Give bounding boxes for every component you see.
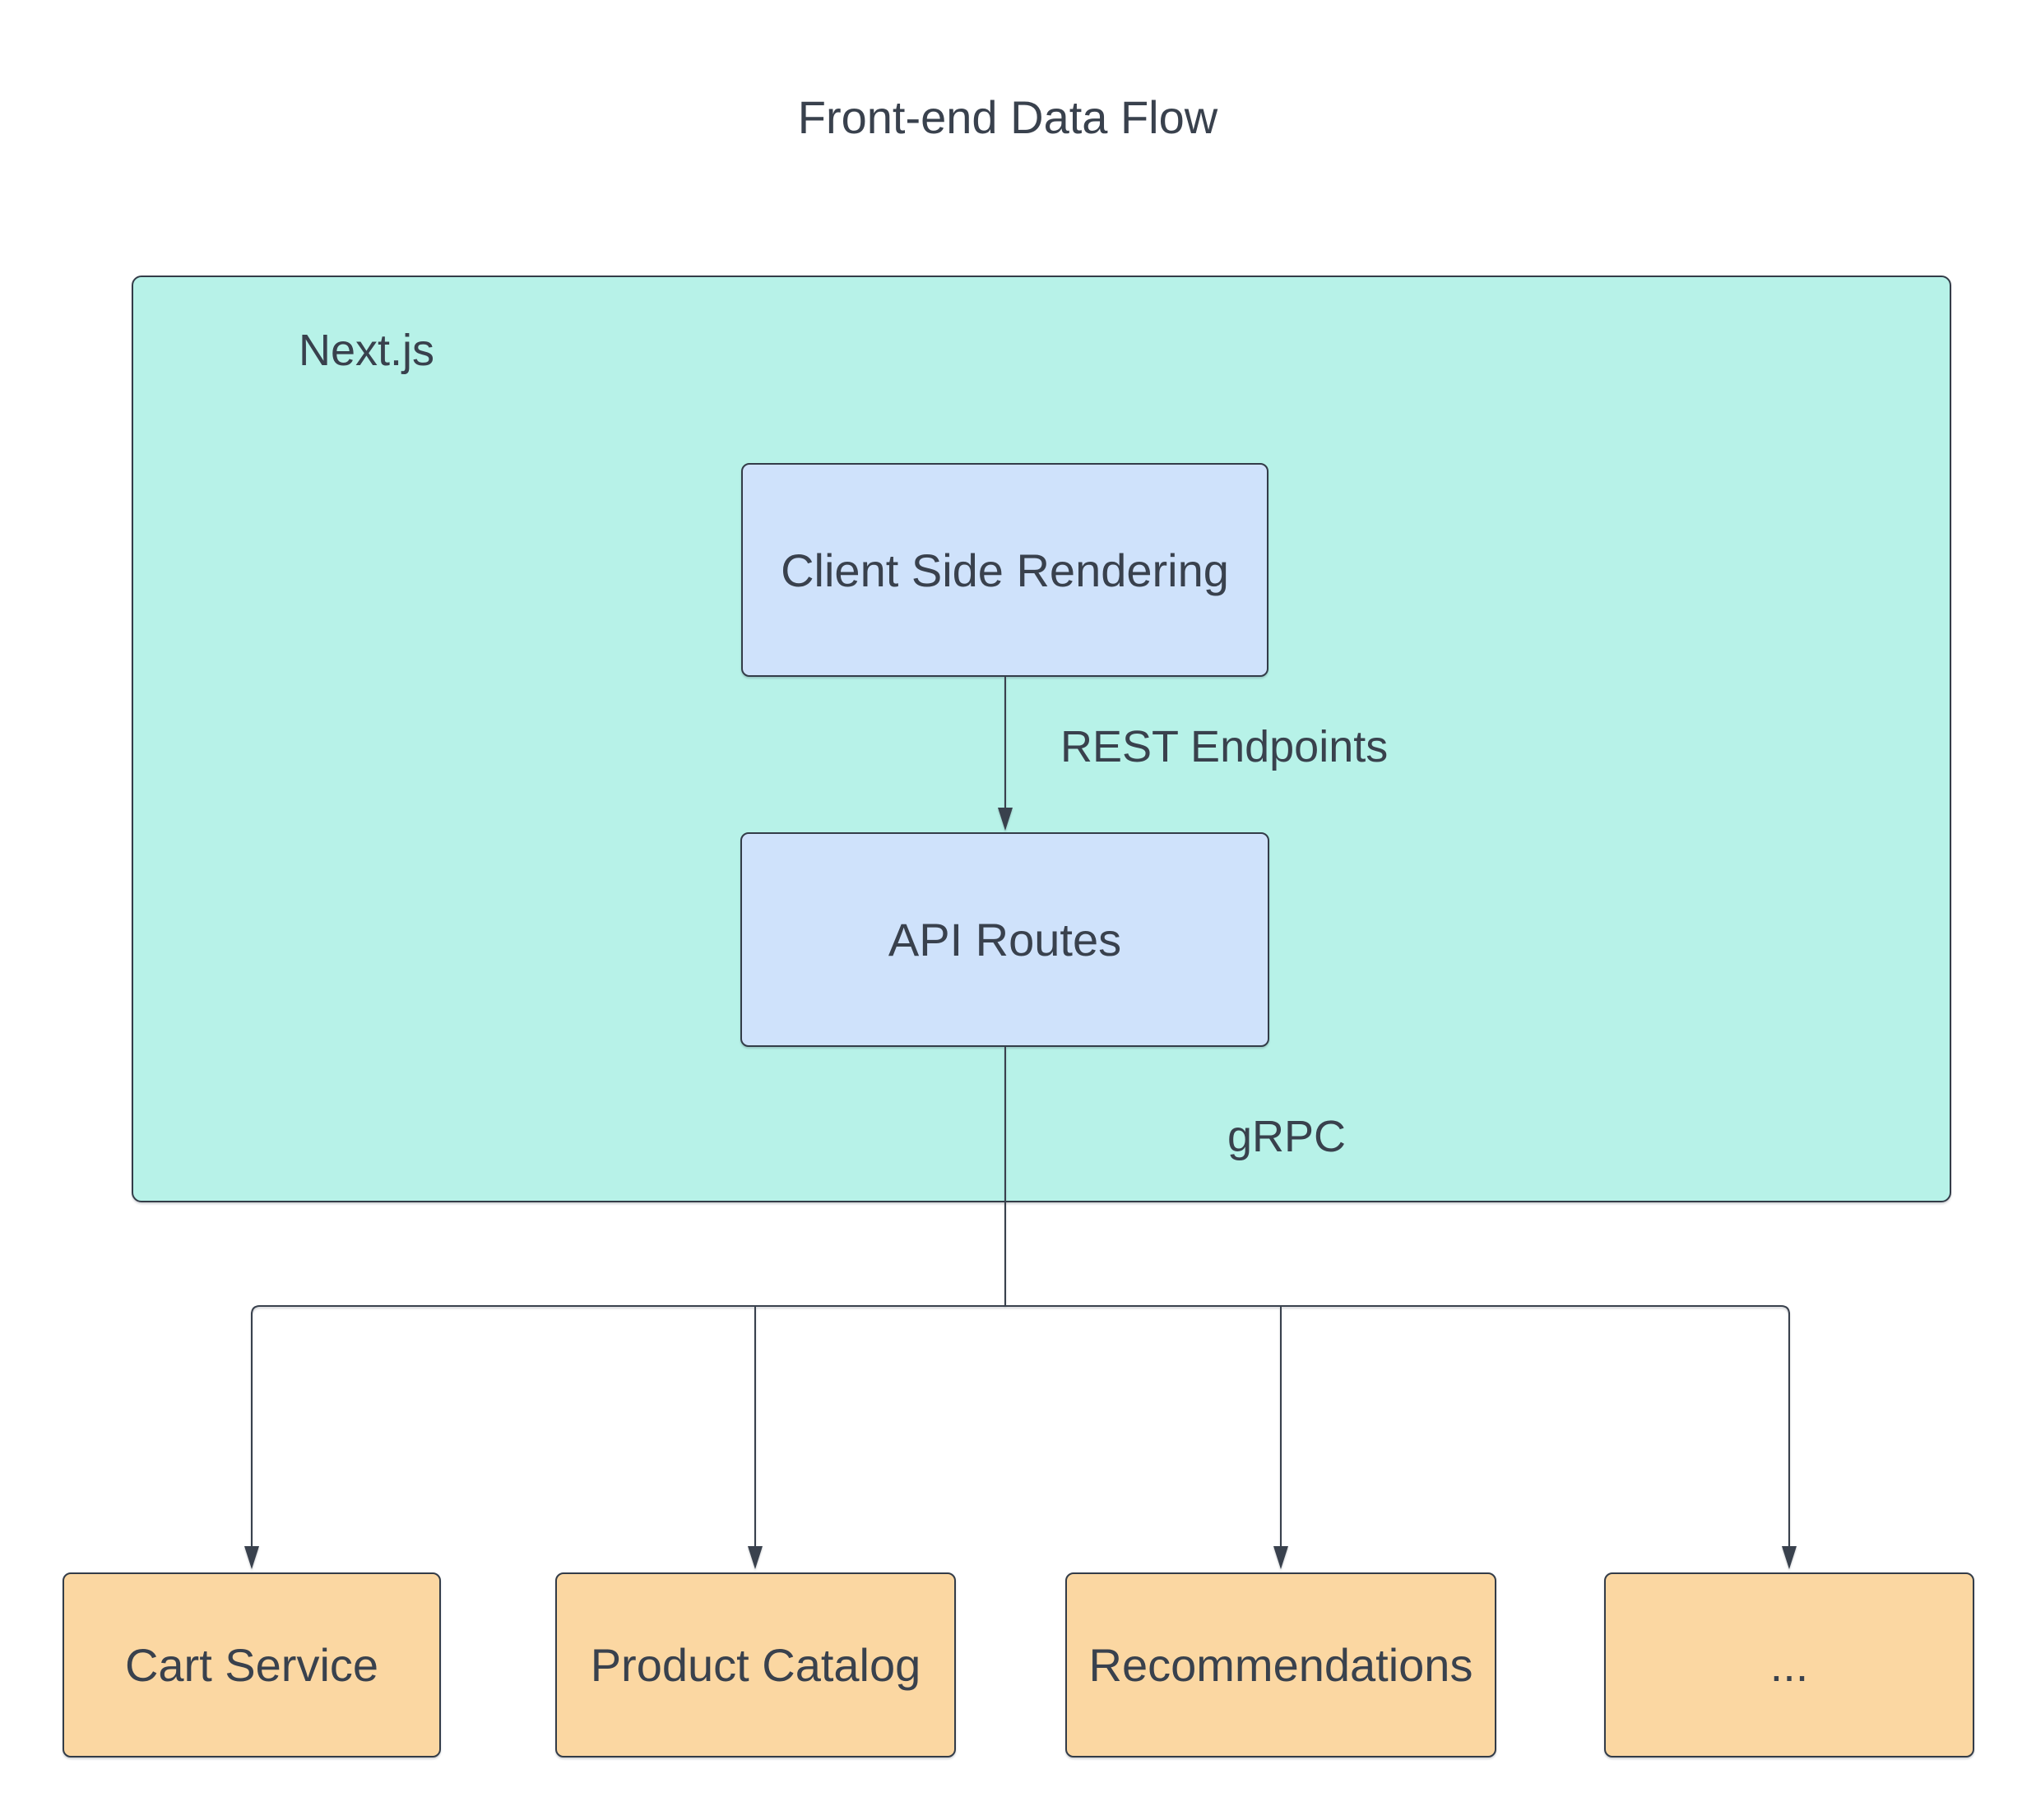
node-api-routes: API Routes: [740, 832, 1269, 1047]
arrowhead-product-catalog: [748, 1546, 763, 1569]
node-cart-service-label: Cart Service: [124, 1639, 379, 1691]
node-ellipsis-service: ...: [1604, 1572, 1974, 1757]
edge-label-grpc: gRPC: [1227, 1112, 1347, 1161]
node-client-side-rendering-label: Client Side Rendering: [781, 544, 1229, 596]
diagram-title: Front-end Data Flow: [797, 91, 1218, 143]
edge-label-rest-endpoints: REST Endpoints: [1060, 722, 1389, 771]
arrowhead-cart-service: [244, 1546, 259, 1569]
node-recommendations: Recommendations: [1065, 1572, 1496, 1757]
node-client-side-rendering: Client Side Rendering: [741, 463, 1268, 677]
container-nextjs-label: Next.js: [299, 326, 435, 375]
arrowhead-ellipsis-service: [1782, 1546, 1797, 1569]
container-nextjs: Next.js Client Side Rendering API Routes…: [132, 276, 1951, 1202]
arrowhead-recommendations: [1273, 1546, 1288, 1569]
node-product-catalog: Product Catalog: [555, 1572, 956, 1757]
node-cart-service: Cart Service: [63, 1572, 441, 1757]
edge-distribution-horizontal: [251, 1305, 1790, 1315]
node-ellipsis-service-label: ...: [1769, 1639, 1809, 1691]
node-api-routes-label: API Routes: [888, 914, 1122, 966]
node-product-catalog-label: Product Catalog: [590, 1639, 921, 1691]
node-recommendations-label: Recommendations: [1088, 1639, 1473, 1691]
